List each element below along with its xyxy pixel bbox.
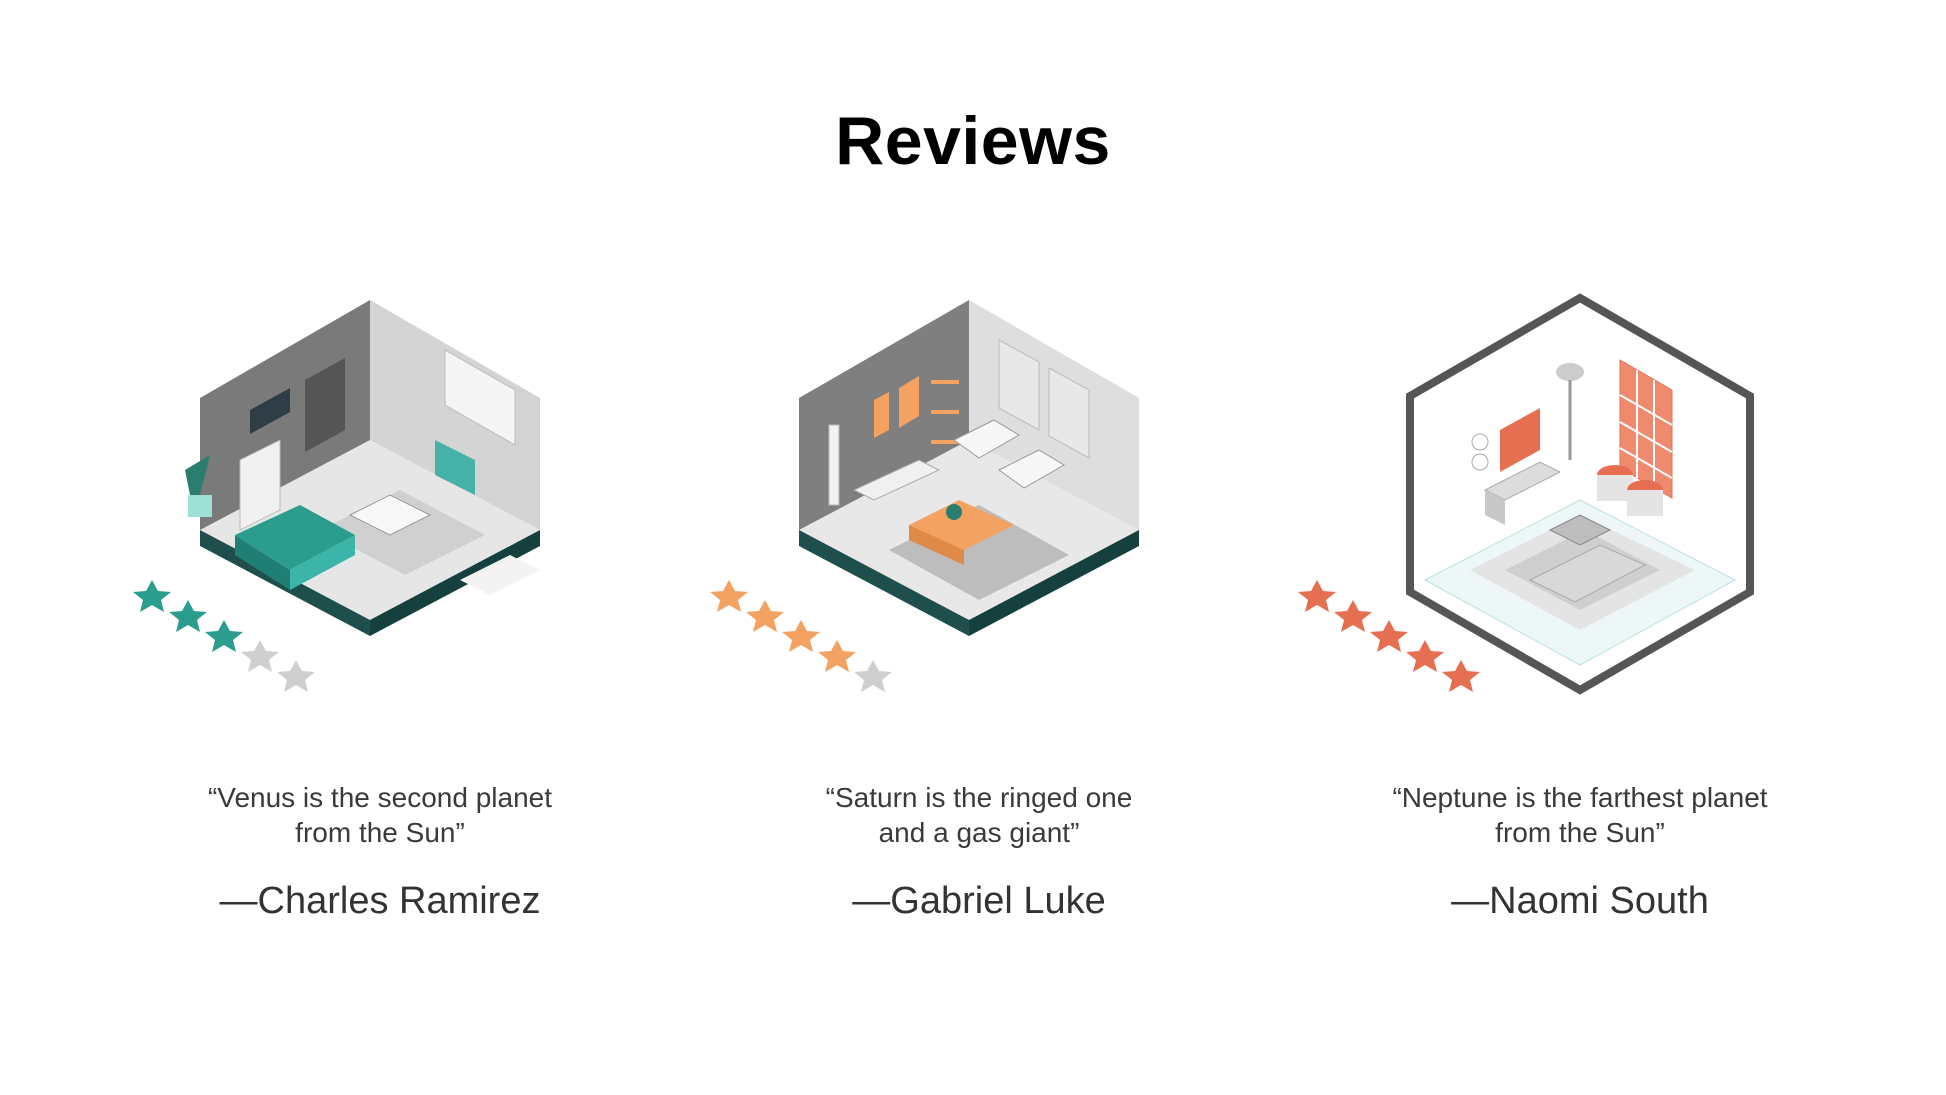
room-illustration-orange: [799, 300, 1139, 636]
window-grid: [1619, 359, 1673, 499]
star-icon: [1406, 640, 1444, 672]
review-quote-line: from the Sun”: [1495, 817, 1665, 848]
star-icon: [133, 580, 171, 612]
star-icon: [746, 600, 784, 632]
star-icon: [241, 640, 279, 672]
page-title: Reviews: [835, 103, 1111, 179]
star-icon: [1334, 600, 1372, 632]
review-quote: “Saturn is the ringed one and a gas gian…: [699, 780, 1259, 850]
star-icon: [854, 660, 892, 692]
star-icon: [1298, 580, 1336, 612]
star-icon: [1370, 620, 1408, 652]
review-quote-line: “Neptune is the farthest planet: [1392, 782, 1768, 813]
star-rating: [710, 580, 892, 692]
star-icon: [818, 640, 856, 672]
star-icon: [782, 620, 820, 652]
star-icon: [277, 660, 315, 692]
star-icon: [1442, 660, 1480, 692]
review-quote-line: from the Sun”: [295, 817, 465, 848]
review-quote-line: and a gas giant”: [878, 817, 1080, 848]
review-author: —Gabriel Luke: [852, 880, 1106, 922]
review-quote: “Neptune is the farthest planet from the…: [1300, 780, 1860, 850]
review-author: —Charles Ramirez: [219, 880, 541, 922]
star-icon: [710, 580, 748, 612]
room-illustration-coral: [1406, 293, 1754, 695]
star-rating: [1298, 580, 1480, 692]
star-icon: [169, 600, 207, 632]
star-rating: [133, 580, 315, 692]
review-quote-line: “Venus is the second planet: [207, 782, 552, 813]
review-quote-line: “Saturn is the ringed one: [825, 782, 1133, 813]
star-icon: [205, 620, 243, 652]
review-quote: “Venus is the second planet from the Sun…: [100, 780, 660, 850]
review-author: —Naomi South: [1451, 880, 1709, 922]
room-illustration-teal: [185, 300, 540, 636]
